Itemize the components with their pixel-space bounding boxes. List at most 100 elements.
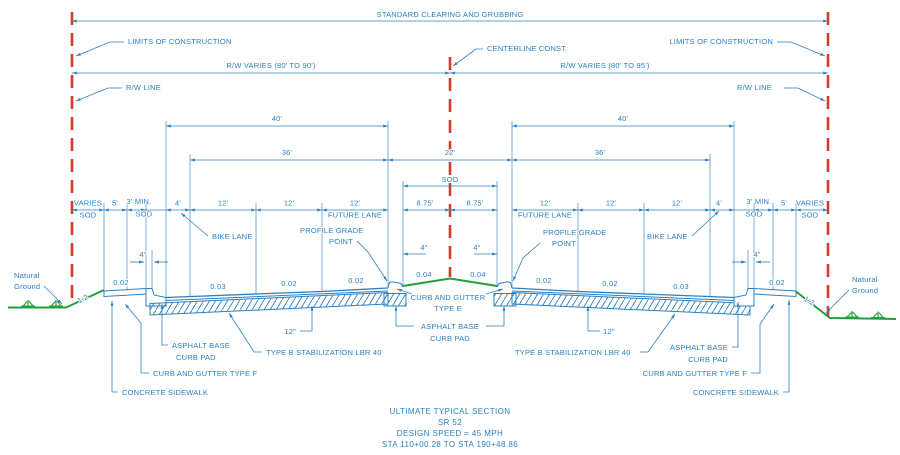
slope-pavement-left-mid: 0.02 bbox=[281, 279, 296, 288]
dim-4in-curb-right: 4" bbox=[753, 250, 760, 259]
title-block: ULTIMATE TYPICAL SECTION SR 52 DESIGN SP… bbox=[381, 406, 519, 450]
leader-bike-lane-left bbox=[181, 213, 208, 236]
leader-sidewalk-right bbox=[783, 300, 791, 392]
grass-tuft bbox=[844, 310, 860, 318]
dim-lane-left-3: 12' bbox=[350, 199, 361, 208]
slope-pavement-right-inner: 0.02 bbox=[536, 276, 551, 285]
dim-40-left-text: 40' bbox=[272, 114, 283, 123]
dim-5-right: 5' bbox=[781, 199, 787, 208]
pad-left-label-2: CURB PAD bbox=[176, 353, 216, 362]
sidewalk-slab-left bbox=[104, 289, 146, 297]
median-pad-label-1: ASPHALT BASE bbox=[421, 322, 479, 331]
title-line-1: ULTIMATE TYPICAL SECTION bbox=[390, 407, 511, 416]
dim-875-left: 8.75' bbox=[416, 199, 433, 208]
leader-pgp-right bbox=[513, 243, 540, 281]
dimension-lines bbox=[72, 19, 828, 331]
cross-section bbox=[104, 282, 796, 315]
dim-4in-curb-left: 4" bbox=[139, 250, 146, 259]
median-curb-pad-left bbox=[384, 294, 406, 307]
median-sod-surface bbox=[403, 279, 497, 287]
leader-bike-lane-right bbox=[692, 211, 719, 236]
slope-pavement-right-mid: 0.02 bbox=[602, 279, 617, 288]
title-line-2: SR 52 bbox=[438, 418, 462, 427]
grass-tuft bbox=[870, 310, 886, 319]
bike-lane-left-label: BIKE LANE bbox=[212, 232, 253, 241]
leader-median-pad-right bbox=[486, 306, 506, 326]
dim-3min-right-sod: SOD bbox=[746, 210, 763, 219]
rw-line-left-label: R/W LINE bbox=[126, 83, 161, 92]
slope-sidewalk-right: 0.02 bbox=[769, 278, 784, 287]
title-line-3: DESIGN SPEED = 45 MPH bbox=[397, 429, 503, 438]
natural-ground-right-1: Natural bbox=[852, 275, 878, 284]
limits-right-label: LIMITS OF CONSTRUCTION bbox=[669, 37, 773, 46]
dim-36-right-text: 36' bbox=[595, 148, 606, 157]
leader-stab-left bbox=[229, 313, 262, 352]
rw-varies-left-label: R/W VARIES (80' TO 90') bbox=[226, 61, 315, 70]
centerline-label: CENTERLINE CONST. bbox=[487, 44, 568, 53]
natural-ground-left-2: Ground bbox=[14, 282, 40, 291]
slope-pavement-left-inner: 0.02 bbox=[348, 276, 363, 285]
pad-right-label-1: ASPHALT BASE bbox=[670, 343, 728, 352]
leader-pad-right bbox=[732, 302, 740, 347]
leader-curb-e-right bbox=[486, 289, 503, 294]
dim-3min-right: 3' MIN. bbox=[747, 197, 772, 206]
dim-36-left-text: 36' bbox=[282, 148, 293, 157]
dim-lane-right-2: 12' bbox=[606, 199, 617, 208]
pavement-base-left bbox=[166, 291, 388, 301]
leader-stab-right bbox=[640, 314, 675, 352]
curb-f-left-label: CURB AND GUTTER TYPE F bbox=[153, 369, 257, 378]
dim-varies-right: VARIES bbox=[796, 199, 824, 208]
curb-gutter-f-right bbox=[734, 289, 754, 307]
dim-varies-right-sod: SOD bbox=[802, 211, 819, 220]
dim-varies-left-sod: SOD bbox=[80, 211, 97, 220]
right-of-way-lines bbox=[72, 12, 828, 316]
sidewalk-slab-right bbox=[754, 289, 796, 297]
rw-varies-right-label: R/W VARIES (80' TO 95') bbox=[560, 61, 649, 70]
leader-limits-right bbox=[777, 42, 825, 56]
leader-sidewalk-left bbox=[110, 301, 118, 392]
slope-pavement-right-outer: 0.03 bbox=[673, 282, 688, 291]
pavement-base-right bbox=[512, 291, 734, 301]
pavement-surface-right bbox=[512, 288, 734, 298]
natural-ground bbox=[8, 279, 896, 320]
pavement-surface-left bbox=[166, 288, 388, 298]
dim-lane-left-2: 12' bbox=[284, 199, 295, 208]
stab-left-label: TYPE B STABILIZATION LBR 40 bbox=[266, 348, 382, 357]
leader-median-pad-left bbox=[394, 306, 414, 326]
bike-lane-right-label: BIKE LANE bbox=[647, 232, 688, 241]
leader-natural-right bbox=[826, 290, 849, 313]
clearing-label: STANDARD CLEARING AND GRUBBING bbox=[377, 10, 524, 19]
pad-left-label-1: ASPHALT BASE bbox=[172, 341, 230, 350]
dim-4-left: 4' bbox=[175, 199, 181, 208]
future-lane-right-label: FUTURE LANE bbox=[518, 211, 572, 220]
title-line-4: STA 110+00.28 TO STA 190+48.86 bbox=[382, 440, 518, 449]
median-curb-pad-right bbox=[494, 294, 516, 307]
dim-4-right: 4' bbox=[716, 199, 722, 208]
leader-pad-left bbox=[160, 304, 168, 345]
callout-leaders bbox=[44, 42, 849, 392]
dim-12in-right: 12" bbox=[603, 327, 615, 336]
limits-left-label: LIMITS OF CONSTRUCTION bbox=[128, 37, 232, 46]
dim-40-right-text: 40' bbox=[618, 114, 629, 123]
dim-875-right: 8.75' bbox=[466, 199, 483, 208]
leader-curb-e-left bbox=[397, 289, 412, 294]
grass-tuft bbox=[20, 299, 36, 307]
curb-f-right-label: CURB AND GUTTER TYPE F bbox=[643, 369, 747, 378]
dim-lane-right-1: 12' bbox=[540, 199, 551, 208]
dim-22-text: 22' bbox=[445, 148, 456, 157]
dim-5-left: 5' bbox=[112, 199, 118, 208]
concrete-sidewalk-right-label: CONCRETE SIDEWALK bbox=[693, 388, 779, 397]
annotation-text: STANDARD CLEARING AND GRUBBING LIMITS OF… bbox=[13, 9, 879, 398]
natural-ground-left-1: Natural bbox=[14, 271, 40, 280]
rw-line-right-label: R/W LINE bbox=[737, 83, 772, 92]
leader-natural-left bbox=[44, 286, 62, 304]
natural-ground-right-2: Ground bbox=[852, 286, 878, 295]
leader-pgp-left bbox=[357, 241, 387, 281]
ground-line-left bbox=[8, 290, 104, 308]
median-curb-right bbox=[497, 282, 512, 288]
dim-4in-median-right: 4" bbox=[473, 243, 480, 252]
pgp-right-label-1: PROFILE GRADE bbox=[543, 228, 606, 237]
dim-12in-left: 12" bbox=[284, 327, 296, 336]
stab-right-label: TYPE B STABILIZATION LBR 40 bbox=[515, 348, 631, 357]
